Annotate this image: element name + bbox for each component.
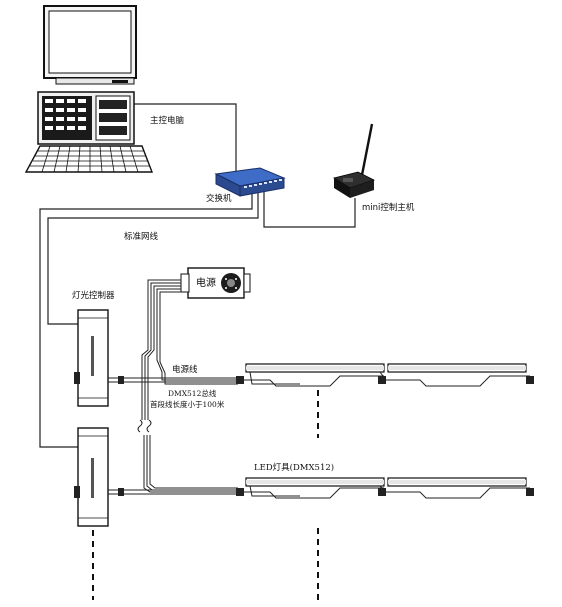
continuation-dashes	[92, 390, 319, 600]
mini-host-label: mini控制主机	[362, 203, 415, 213]
switch-icon	[214, 167, 286, 197]
led-fixture-label: LED灯具(DMX512)	[254, 463, 335, 473]
dmx-lines	[108, 377, 238, 495]
network-connections	[39, 103, 356, 448]
mini-host-icon	[332, 123, 376, 198]
switch-label: 交换机	[206, 194, 232, 204]
light-controller-1	[74, 309, 124, 407]
light-controller-2	[74, 427, 124, 527]
light-controller-label: 灯光控制器	[72, 291, 115, 301]
power-cables	[141, 279, 238, 493]
network-cable-label: 标准网线	[124, 232, 159, 242]
power-supply-label: 电源	[196, 278, 216, 289]
led-fixture-row-1	[236, 363, 534, 387]
power-supply-icon	[180, 267, 251, 299]
led-fixture-row-2	[236, 477, 534, 499]
main-pc-label: 主控电脑	[150, 116, 185, 126]
monitor-icon	[43, 5, 137, 85]
pc-case-icon	[37, 91, 135, 145]
keyboard-icon	[24, 145, 154, 173]
dmx-note-label: 首段线长度小于100米	[150, 400, 225, 409]
dmx-bus-label: DMX512总线	[168, 389, 217, 398]
power-cable-label: 电源线	[172, 365, 198, 375]
cable-break-icon	[137, 419, 152, 433]
